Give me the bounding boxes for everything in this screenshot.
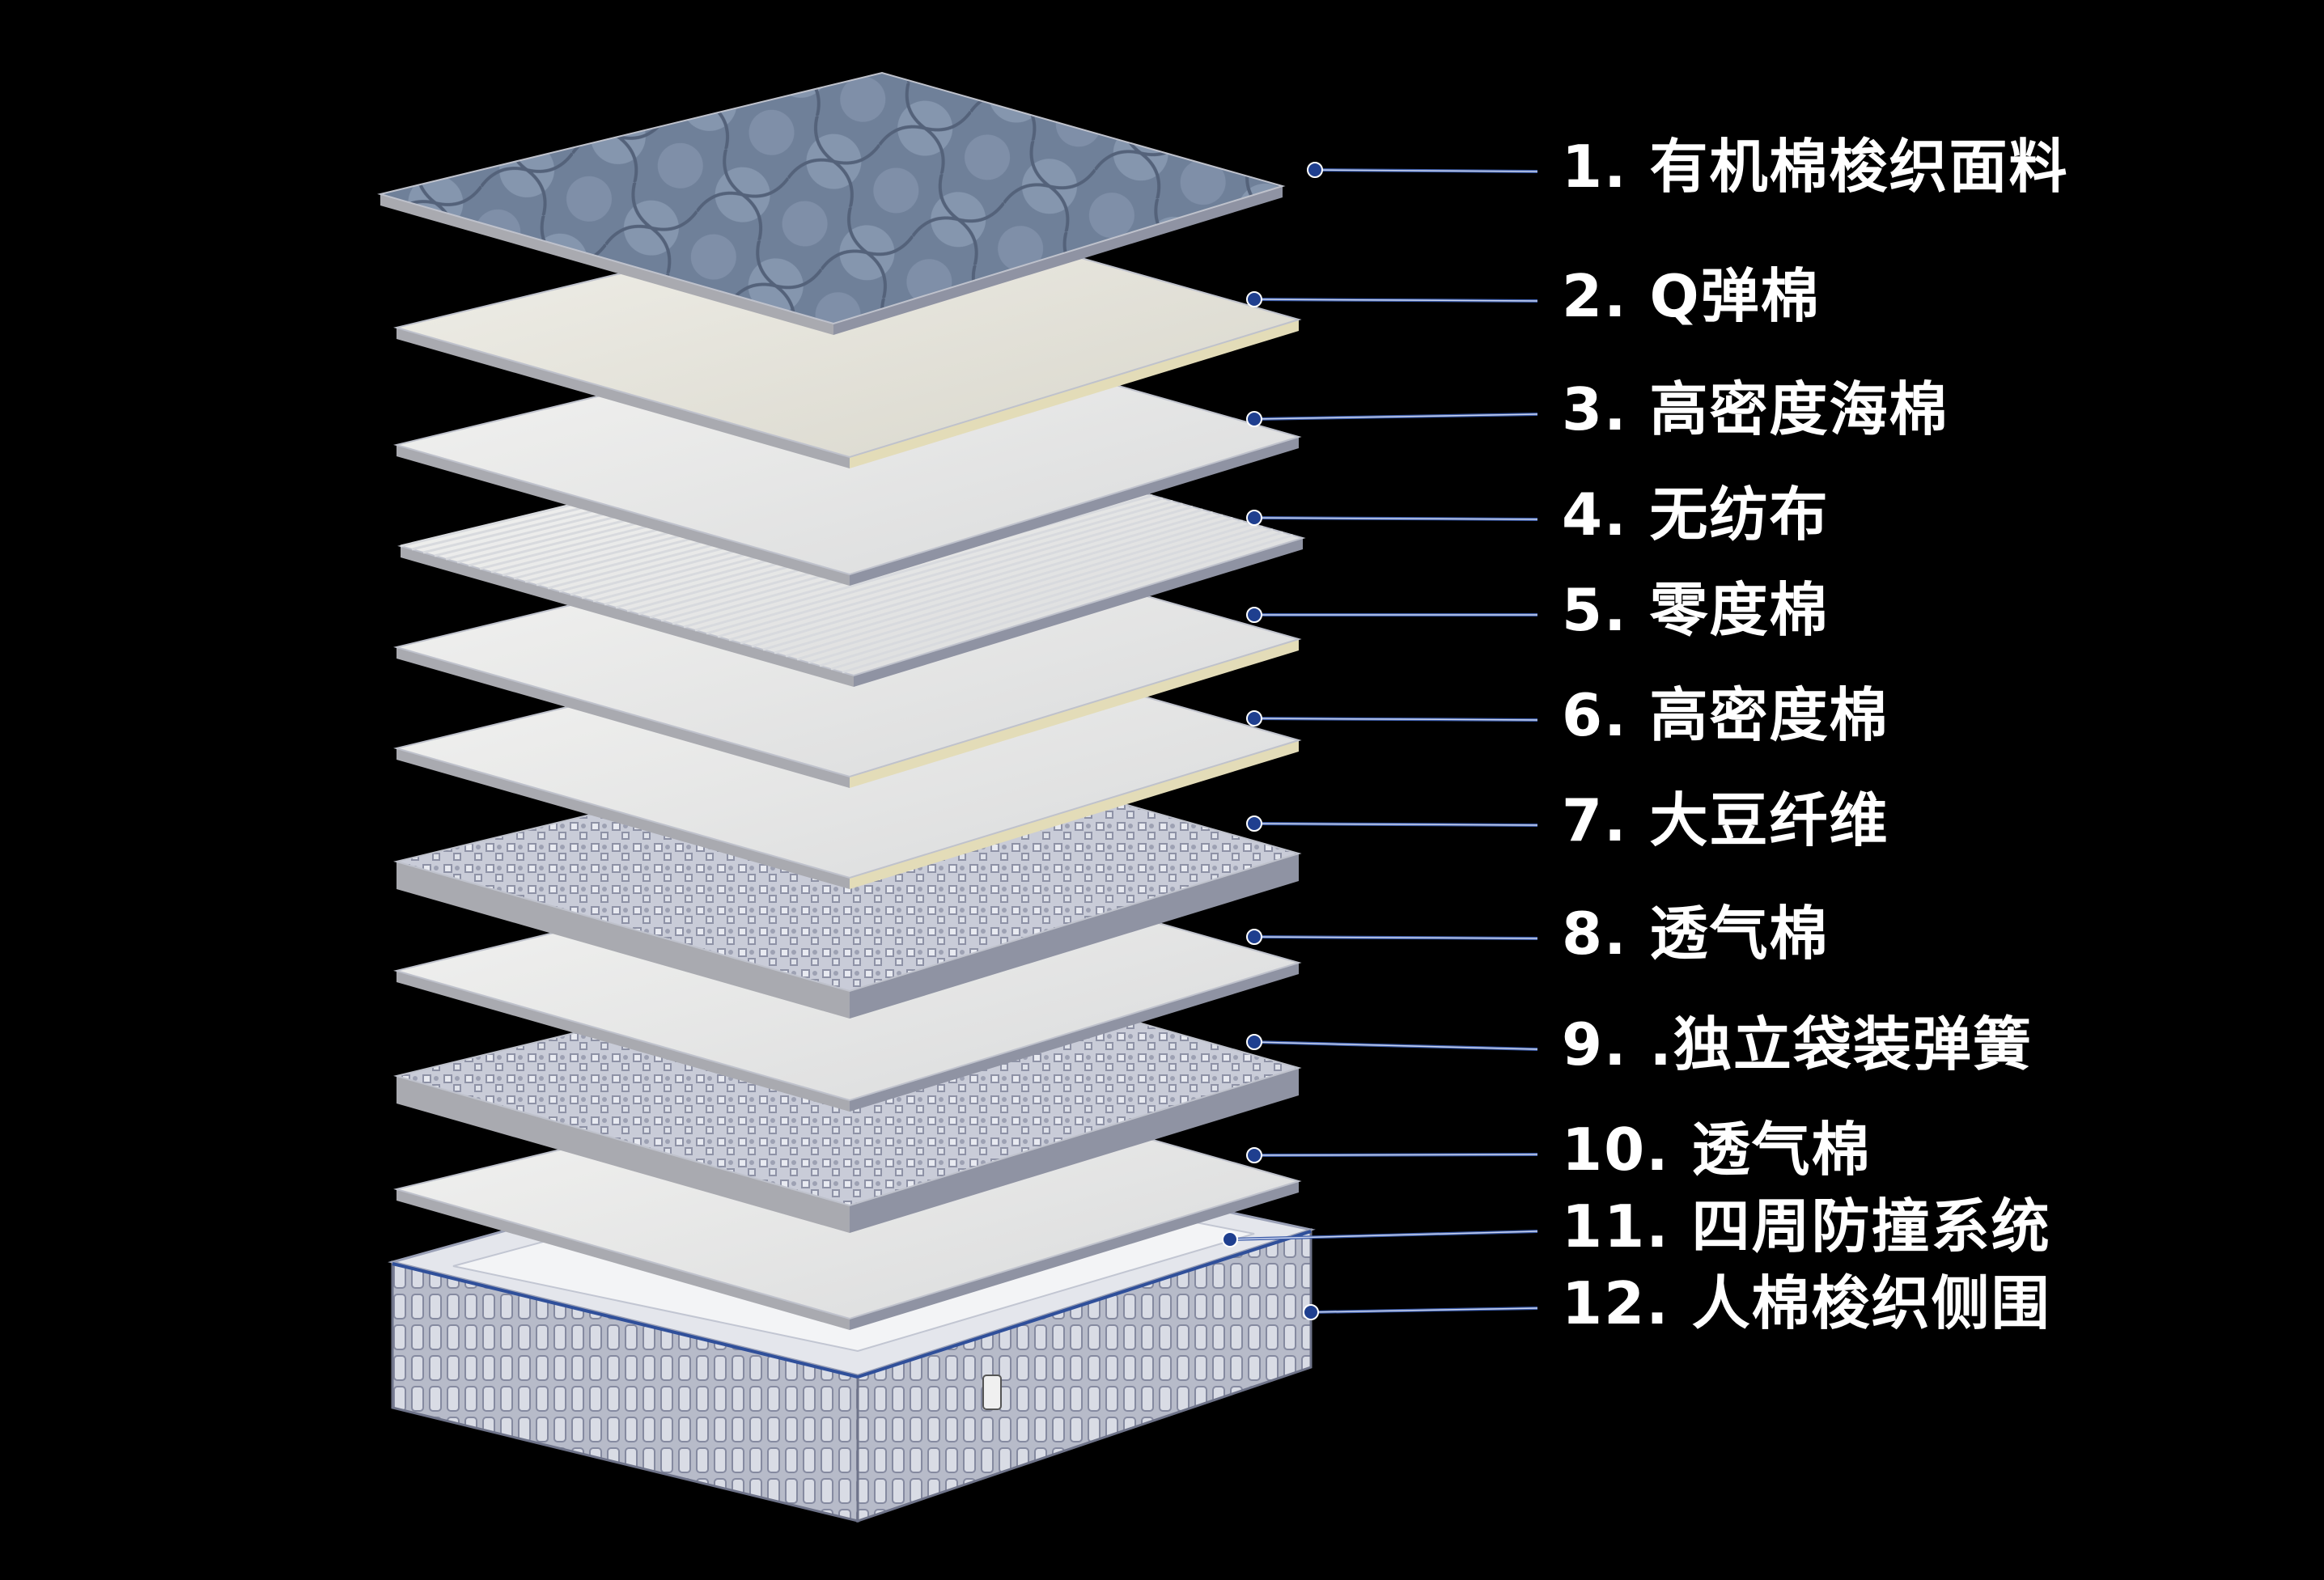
layer-edge-front-1 bbox=[380, 194, 833, 335]
leader-line-highlight-2 bbox=[1253, 299, 1538, 302]
layer-edge-right-1 bbox=[833, 186, 1283, 335]
layer-edge-right-10 bbox=[850, 1181, 1299, 1330]
leader-line-highlight-12 bbox=[1310, 1307, 1538, 1313]
leader-lines-group bbox=[1222, 162, 1538, 1320]
piping-front bbox=[392, 1262, 859, 1379]
leader-dot-12 bbox=[1303, 1304, 1319, 1320]
leader-dot-11 bbox=[1222, 1231, 1238, 1247]
layer-surface-1 bbox=[377, 71, 1286, 325]
nonwoven-fiber bbox=[830, 531, 1283, 671]
leader-dot-10 bbox=[1246, 1147, 1262, 1163]
layer-label-5: 5. 零度棉 bbox=[1562, 576, 1830, 644]
layer-sheet-2 bbox=[393, 205, 1302, 468]
layer-edge-front-3 bbox=[397, 445, 850, 586]
leader-line-highlight-1 bbox=[1314, 169, 1538, 172]
leader-dot-9 bbox=[1246, 1034, 1262, 1050]
layer-edge-front-2 bbox=[397, 328, 850, 468]
leader-line-highlight-7 bbox=[1253, 823, 1538, 826]
nonwoven-fiber bbox=[706, 500, 1173, 635]
leader-dot-2 bbox=[1246, 291, 1262, 307]
layer-edge-right-7 bbox=[850, 854, 1299, 1019]
zipper-pull bbox=[982, 1375, 1002, 1410]
leader-dot-5 bbox=[1246, 607, 1262, 623]
layer-edge-right-8 bbox=[850, 963, 1299, 1112]
layer-edge-right-9 bbox=[850, 1068, 1299, 1233]
nonwoven-fiber bbox=[819, 528, 1274, 667]
nonwoven-fiber bbox=[751, 511, 1214, 648]
piping-right bbox=[857, 1230, 1312, 1379]
nonwoven-fiber bbox=[762, 514, 1223, 651]
leader-dot-6 bbox=[1246, 710, 1262, 726]
layer-label-9: 9. .独立袋装弹簧 bbox=[1562, 1010, 2033, 1078]
layer-edge-front-5 bbox=[397, 647, 850, 788]
layer-label-2: 2. Q弹棉 bbox=[1562, 262, 1821, 330]
layer-edge-front-9 bbox=[397, 1076, 850, 1233]
layer-label-1: 1. 有机棉梭织面料 bbox=[1562, 133, 2069, 201]
nonwoven-fiber bbox=[694, 497, 1164, 632]
leader-dot-7 bbox=[1246, 815, 1262, 832]
layer-label-11: 11. 四周防撞系统 bbox=[1562, 1192, 2051, 1260]
leader-line-highlight-4 bbox=[1253, 517, 1538, 520]
layer-edge-right-5 bbox=[850, 639, 1299, 788]
layer-label-8: 8. 透气棉 bbox=[1562, 900, 1830, 968]
nonwoven-fiber bbox=[842, 534, 1294, 674]
layer-edge-right-6 bbox=[850, 740, 1299, 889]
layer-label-3: 3. 高密度海棉 bbox=[1562, 375, 1949, 443]
layer-label-7: 7. 大豆纤维 bbox=[1562, 786, 1889, 854]
layer-label-6: 6. 高密度棉 bbox=[1562, 681, 1889, 749]
nonwoven-fiber bbox=[728, 506, 1194, 642]
layer-edge-front-6 bbox=[397, 748, 850, 889]
leader-line-highlight-10 bbox=[1253, 1154, 1538, 1156]
leader-line-highlight-11 bbox=[1229, 1231, 1538, 1240]
layer-edge-front-7 bbox=[397, 862, 850, 1019]
layers-group bbox=[377, 71, 1316, 1523]
nonwoven-fiber bbox=[717, 502, 1183, 638]
nonwoven-fiber bbox=[785, 519, 1244, 658]
layer-label-4: 4. 无纺布 bbox=[1562, 481, 1830, 549]
leader-line-highlight-3 bbox=[1253, 413, 1538, 420]
layer-edge-front-10 bbox=[397, 1189, 850, 1330]
layer-sheet-1 bbox=[377, 71, 1286, 335]
leader-dot-1 bbox=[1307, 162, 1323, 178]
layer-edge-right-4 bbox=[854, 538, 1303, 687]
layer-edge-front-4 bbox=[401, 546, 854, 687]
layer-label-12: 12. 人棉梭织侧围 bbox=[1562, 1269, 2051, 1337]
nonwoven-fiber bbox=[796, 523, 1253, 661]
leader-dot-4 bbox=[1246, 510, 1262, 526]
leader-line-highlight-6 bbox=[1253, 718, 1538, 721]
leader-dot-8 bbox=[1246, 929, 1262, 945]
leader-dot-3 bbox=[1246, 411, 1262, 427]
leader-line-highlight-8 bbox=[1253, 936, 1538, 939]
nonwoven-fiber bbox=[774, 517, 1233, 654]
leader-line-highlight-9 bbox=[1253, 1041, 1538, 1050]
nonwoven-fiber bbox=[808, 525, 1263, 664]
nonwoven-fiber bbox=[740, 508, 1203, 645]
layer-label-10: 10. 透气棉 bbox=[1562, 1116, 1872, 1184]
layer-edge-right-3 bbox=[850, 437, 1299, 586]
layer-edge-right-2 bbox=[850, 320, 1299, 468]
layer-edge-front-8 bbox=[397, 971, 850, 1112]
